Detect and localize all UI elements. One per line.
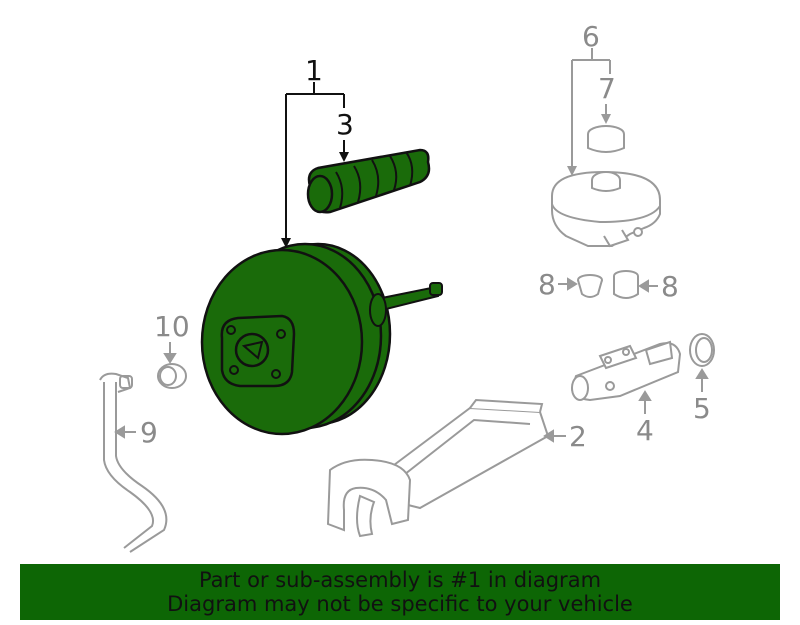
- grommet-left[interactable]: [577, 274, 603, 298]
- mounting-bracket[interactable]: [326, 398, 550, 538]
- leader-6-7: [567, 48, 611, 176]
- leader-9: [114, 425, 136, 439]
- callout-1: 1: [305, 54, 323, 87]
- callout-8-left: 8: [538, 268, 556, 301]
- vacuum-hose[interactable]: [99, 372, 168, 553]
- booster-boot[interactable]: [306, 148, 431, 214]
- callout-4: 4: [636, 414, 654, 447]
- callout-2: 2: [569, 420, 587, 453]
- banner-line-1: Part or sub-assembly is #1 in diagram: [198, 568, 602, 592]
- fluid-reservoir[interactable]: [551, 170, 661, 248]
- callout-7: 7: [598, 72, 616, 105]
- leader-8: [558, 277, 658, 293]
- banner-line-2: Diagram may not be specific to your vehi…: [167, 592, 633, 616]
- leader-1-3: [281, 82, 349, 248]
- leader-10: [163, 342, 177, 364]
- callout-8-right: 8: [661, 270, 679, 303]
- callout-9: 9: [140, 416, 158, 449]
- brake-booster[interactable]: [200, 242, 443, 436]
- leader-4: [638, 390, 652, 414]
- callout-3: 3: [336, 108, 354, 141]
- leader-2: [543, 429, 566, 443]
- parts-diagram: 1 3 2 4 5 6 7 8 8 9 10: [99, 20, 715, 553]
- hose-grommet[interactable]: [157, 363, 187, 389]
- callout-6: 6: [582, 20, 600, 53]
- info-banner: Part or sub-assembly is #1 in diagram Di…: [20, 564, 780, 620]
- seal-ring[interactable]: [689, 333, 715, 367]
- leader-5: [695, 368, 709, 392]
- master-cylinder[interactable]: [570, 340, 682, 402]
- grommet-right[interactable]: [613, 270, 639, 299]
- callout-10: 10: [154, 310, 190, 343]
- reservoir-cap[interactable]: [587, 125, 625, 153]
- callout-5: 5: [693, 392, 711, 425]
